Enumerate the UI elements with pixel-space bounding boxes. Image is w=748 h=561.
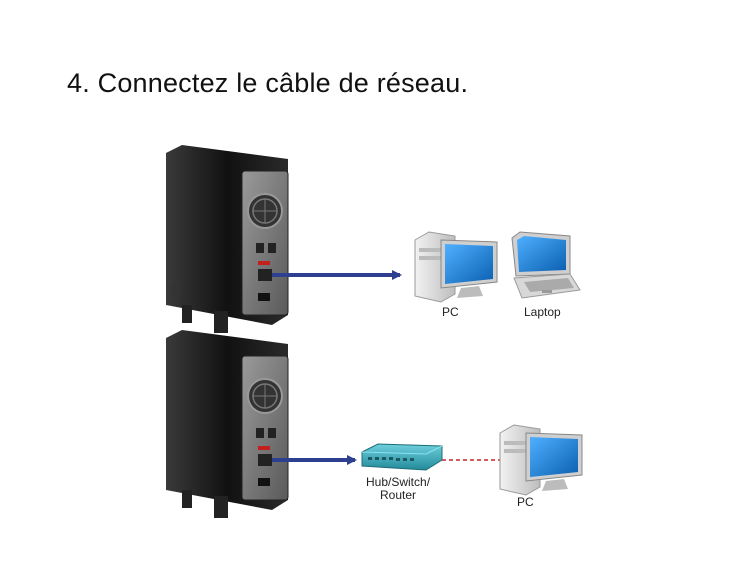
pc-top-label: PC bbox=[442, 305, 459, 319]
desktop-pc-icon bbox=[414, 231, 498, 303]
nas-device-icon bbox=[166, 145, 289, 333]
nas-device-icon bbox=[166, 330, 289, 518]
page-title: 4. Connectez le câble de réseau. bbox=[67, 68, 469, 98]
laptop-label: Laptop bbox=[524, 305, 561, 319]
pc-bottom-label: PC bbox=[517, 495, 534, 509]
desktop-pc-icon bbox=[499, 424, 583, 496]
hub-label-line2: Router bbox=[380, 488, 416, 502]
network-hub-icon bbox=[361, 443, 443, 471]
laptop-icon bbox=[511, 231, 581, 299]
hub-label-line1: Hub/Switch/ bbox=[366, 475, 431, 489]
